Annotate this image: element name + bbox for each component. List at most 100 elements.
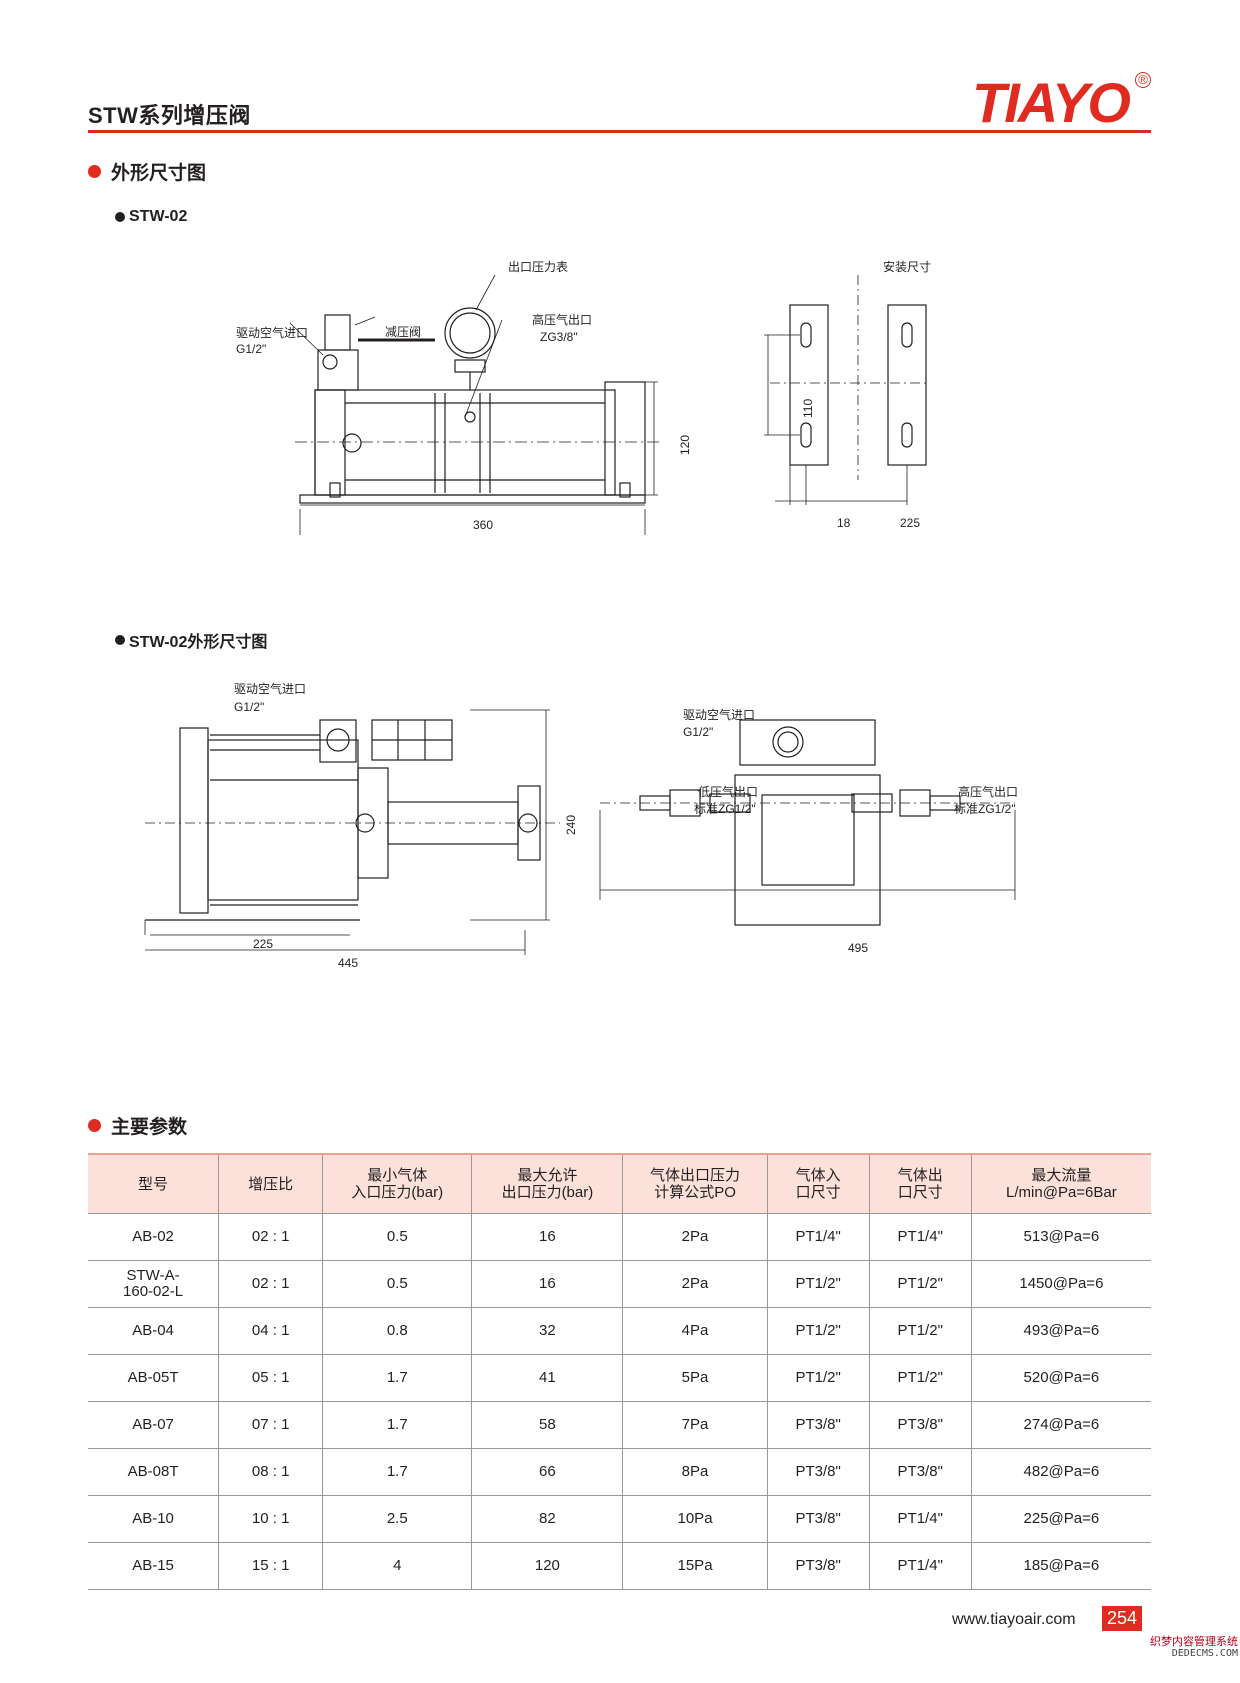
- column-header: 最小气体入口压力(bar): [322, 1153, 472, 1214]
- table-cell: PT3/8": [766, 1448, 870, 1496]
- fig2-right-drive-air-inlet-size: G1/2": [683, 725, 714, 739]
- column-header: 气体入口尺寸: [766, 1153, 870, 1214]
- watermark-line2: DEDECMS.COM: [1171, 1648, 1238, 1659]
- table-cell: 07 : 1: [218, 1401, 323, 1449]
- lp-outlet-size: 标准ZG1/2": [694, 802, 756, 816]
- table-cell: 2Pa: [622, 1260, 768, 1308]
- table-cell: 120: [471, 1542, 623, 1590]
- table-cell: 5Pa: [622, 1354, 768, 1402]
- table-cell: PT3/8": [868, 1448, 972, 1496]
- table-cell: PT1/2": [766, 1260, 870, 1308]
- table-cell: 482@Pa=6: [970, 1448, 1151, 1496]
- table-cell: 1.7: [322, 1448, 472, 1496]
- table-cell: 0.5: [322, 1260, 472, 1308]
- column-header-text: 出口压力(bar): [501, 1184, 594, 1201]
- table-cell: PT1/2": [868, 1307, 972, 1355]
- table-cell: PT1/4": [868, 1542, 972, 1590]
- table-cell: AB-02: [88, 1213, 219, 1261]
- table-cell: PT1/4": [868, 1213, 972, 1261]
- column-header-text: L/min@Pa=6Bar: [1006, 1184, 1117, 1201]
- hp-outlet-label: 高压气出口: [532, 313, 593, 327]
- table-cell: 225@Pa=6: [970, 1495, 1151, 1543]
- page-title: STW系列增压阀: [88, 103, 251, 128]
- table-cell: 2Pa: [622, 1213, 768, 1261]
- dim-length-360: 360: [473, 518, 494, 532]
- dim-width-225: 225: [900, 516, 921, 530]
- bullet-icon: [115, 635, 125, 645]
- table-cell: 05 : 1: [218, 1354, 323, 1402]
- page-number: 254: [1102, 1606, 1143, 1631]
- table-cell: 66: [471, 1448, 623, 1496]
- column-header-text: 最小气体: [367, 1167, 428, 1184]
- table-cell: 82: [471, 1495, 623, 1543]
- drive-air-inlet-label: 驱动空气进口: [236, 326, 309, 340]
- column-header-text: 口尺寸: [897, 1184, 943, 1201]
- table-cell: AB-08T: [88, 1448, 219, 1496]
- table-header-row: 型号增压比最小气体入口压力(bar)最大允许出口压力(bar)气体出口压力计算公…: [88, 1153, 1151, 1214]
- table-cell: AB-07: [88, 1401, 219, 1449]
- table-cell: 15Pa: [622, 1542, 768, 1590]
- subheading-stw02: STW-02: [115, 208, 187, 226]
- bullet-icon: [88, 165, 101, 178]
- table-cell: PT3/8": [766, 1401, 870, 1449]
- table-cell: 4Pa: [622, 1307, 768, 1355]
- table-cell: 10 : 1: [218, 1495, 323, 1543]
- dim-side-length-495: 495: [848, 941, 869, 955]
- table-cell: 513@Pa=6: [970, 1213, 1151, 1261]
- table-cell: 185@Pa=6: [970, 1542, 1151, 1590]
- outlet-gauge-label: 出口压力表: [508, 260, 569, 274]
- table-cell: 08 : 1: [218, 1448, 323, 1496]
- reducing-valve-label: 减压阀: [385, 325, 422, 339]
- column-header-text: 气体出: [897, 1167, 943, 1184]
- table-cell: AB-15: [88, 1542, 219, 1590]
- install-size-label: 安装尺寸: [883, 260, 932, 274]
- table-cell: PT3/8": [868, 1401, 972, 1449]
- table-cell: 02 : 1: [218, 1213, 323, 1261]
- table-cell: 520@Pa=6: [970, 1354, 1151, 1402]
- table-cell: 58: [471, 1401, 623, 1449]
- table-cell: 8Pa: [622, 1448, 768, 1496]
- table-cell: 02 : 1: [218, 1260, 323, 1308]
- table-cell: PT1/4": [868, 1495, 972, 1543]
- table-cell: 16: [471, 1213, 623, 1261]
- table-cell: 16: [471, 1260, 623, 1308]
- table-cell: STW-A- 160-02-L: [88, 1260, 219, 1308]
- column-header-text: 计算公式PO: [654, 1184, 736, 1201]
- subheading-text: STW-02: [129, 208, 188, 225]
- column-header-text: 入口压力(bar): [351, 1184, 444, 1201]
- fig2-drive-air-inlet-label: 驱动空气进口: [234, 682, 307, 696]
- bullet-icon: [88, 1119, 101, 1132]
- table-cell: PT3/8": [766, 1495, 870, 1543]
- table-cell: 7Pa: [622, 1401, 768, 1449]
- table-cell: 32: [471, 1307, 623, 1355]
- section-heading-text: 主要参数: [111, 1117, 188, 1138]
- header-divider: [88, 130, 1151, 133]
- table-cell: 1450@Pa=6: [970, 1260, 1151, 1308]
- dim-base-225: 225: [253, 937, 274, 951]
- column-header-text: 增压比: [248, 1175, 294, 1193]
- bullet-icon: [115, 212, 125, 222]
- subheading-text: STW-02外形尺寸图: [129, 634, 268, 651]
- footer-url-link[interactable]: www.tiayoair.com: [952, 1611, 1076, 1628]
- column-header-text: 型号: [138, 1175, 169, 1193]
- drive-air-inlet-size: G1/2": [236, 342, 267, 356]
- column-header-text: 气体入: [795, 1167, 841, 1184]
- table-cell: 1.7: [322, 1401, 472, 1449]
- column-header-text: 气体出口压力: [650, 1167, 741, 1184]
- hp-outlet-label: 高压气出口: [958, 785, 1019, 799]
- dim-edge-18: 18: [837, 516, 851, 530]
- table-cell: PT1/2": [868, 1354, 972, 1402]
- column-header: 增压比: [218, 1153, 323, 1214]
- table-cell: PT3/8": [766, 1542, 870, 1590]
- table-cell: PT1/2": [868, 1260, 972, 1308]
- lp-outlet-label: 低压气出口: [698, 785, 759, 799]
- table-cell: 0.5: [322, 1213, 472, 1261]
